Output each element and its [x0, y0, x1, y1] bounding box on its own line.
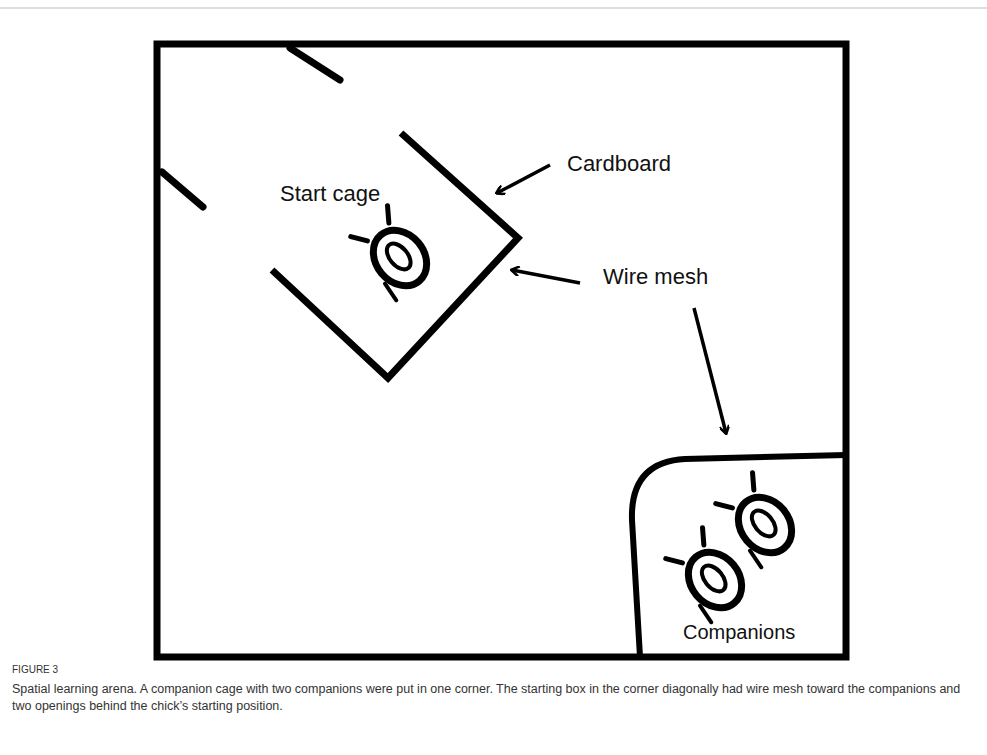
chick-icon [661, 528, 753, 622]
figure-caption: Spatial learning arena. A companion cage… [12, 681, 974, 715]
node-label: Companions [683, 621, 795, 643]
arena-wall [157, 44, 846, 657]
companion-cage: Companions [625, 450, 846, 657]
chick-icon [346, 206, 438, 300]
callout-label: Wire mesh [603, 265, 708, 289]
pointer-arrow [694, 308, 726, 433]
start-cage: Start cage [262, 125, 527, 387]
node-label: Start cage [280, 182, 380, 206]
opening-flap [162, 172, 203, 207]
opening-flap [290, 48, 340, 80]
pointer-arrow [497, 165, 550, 193]
chick-icon [711, 473, 803, 567]
callout-label: Cardboard [567, 152, 671, 176]
figure-number: FIGURE 3 [12, 664, 58, 675]
pointer-arrow [512, 270, 580, 283]
frame-line [0, 8, 987, 9]
start-cage-outline [262, 125, 527, 387]
